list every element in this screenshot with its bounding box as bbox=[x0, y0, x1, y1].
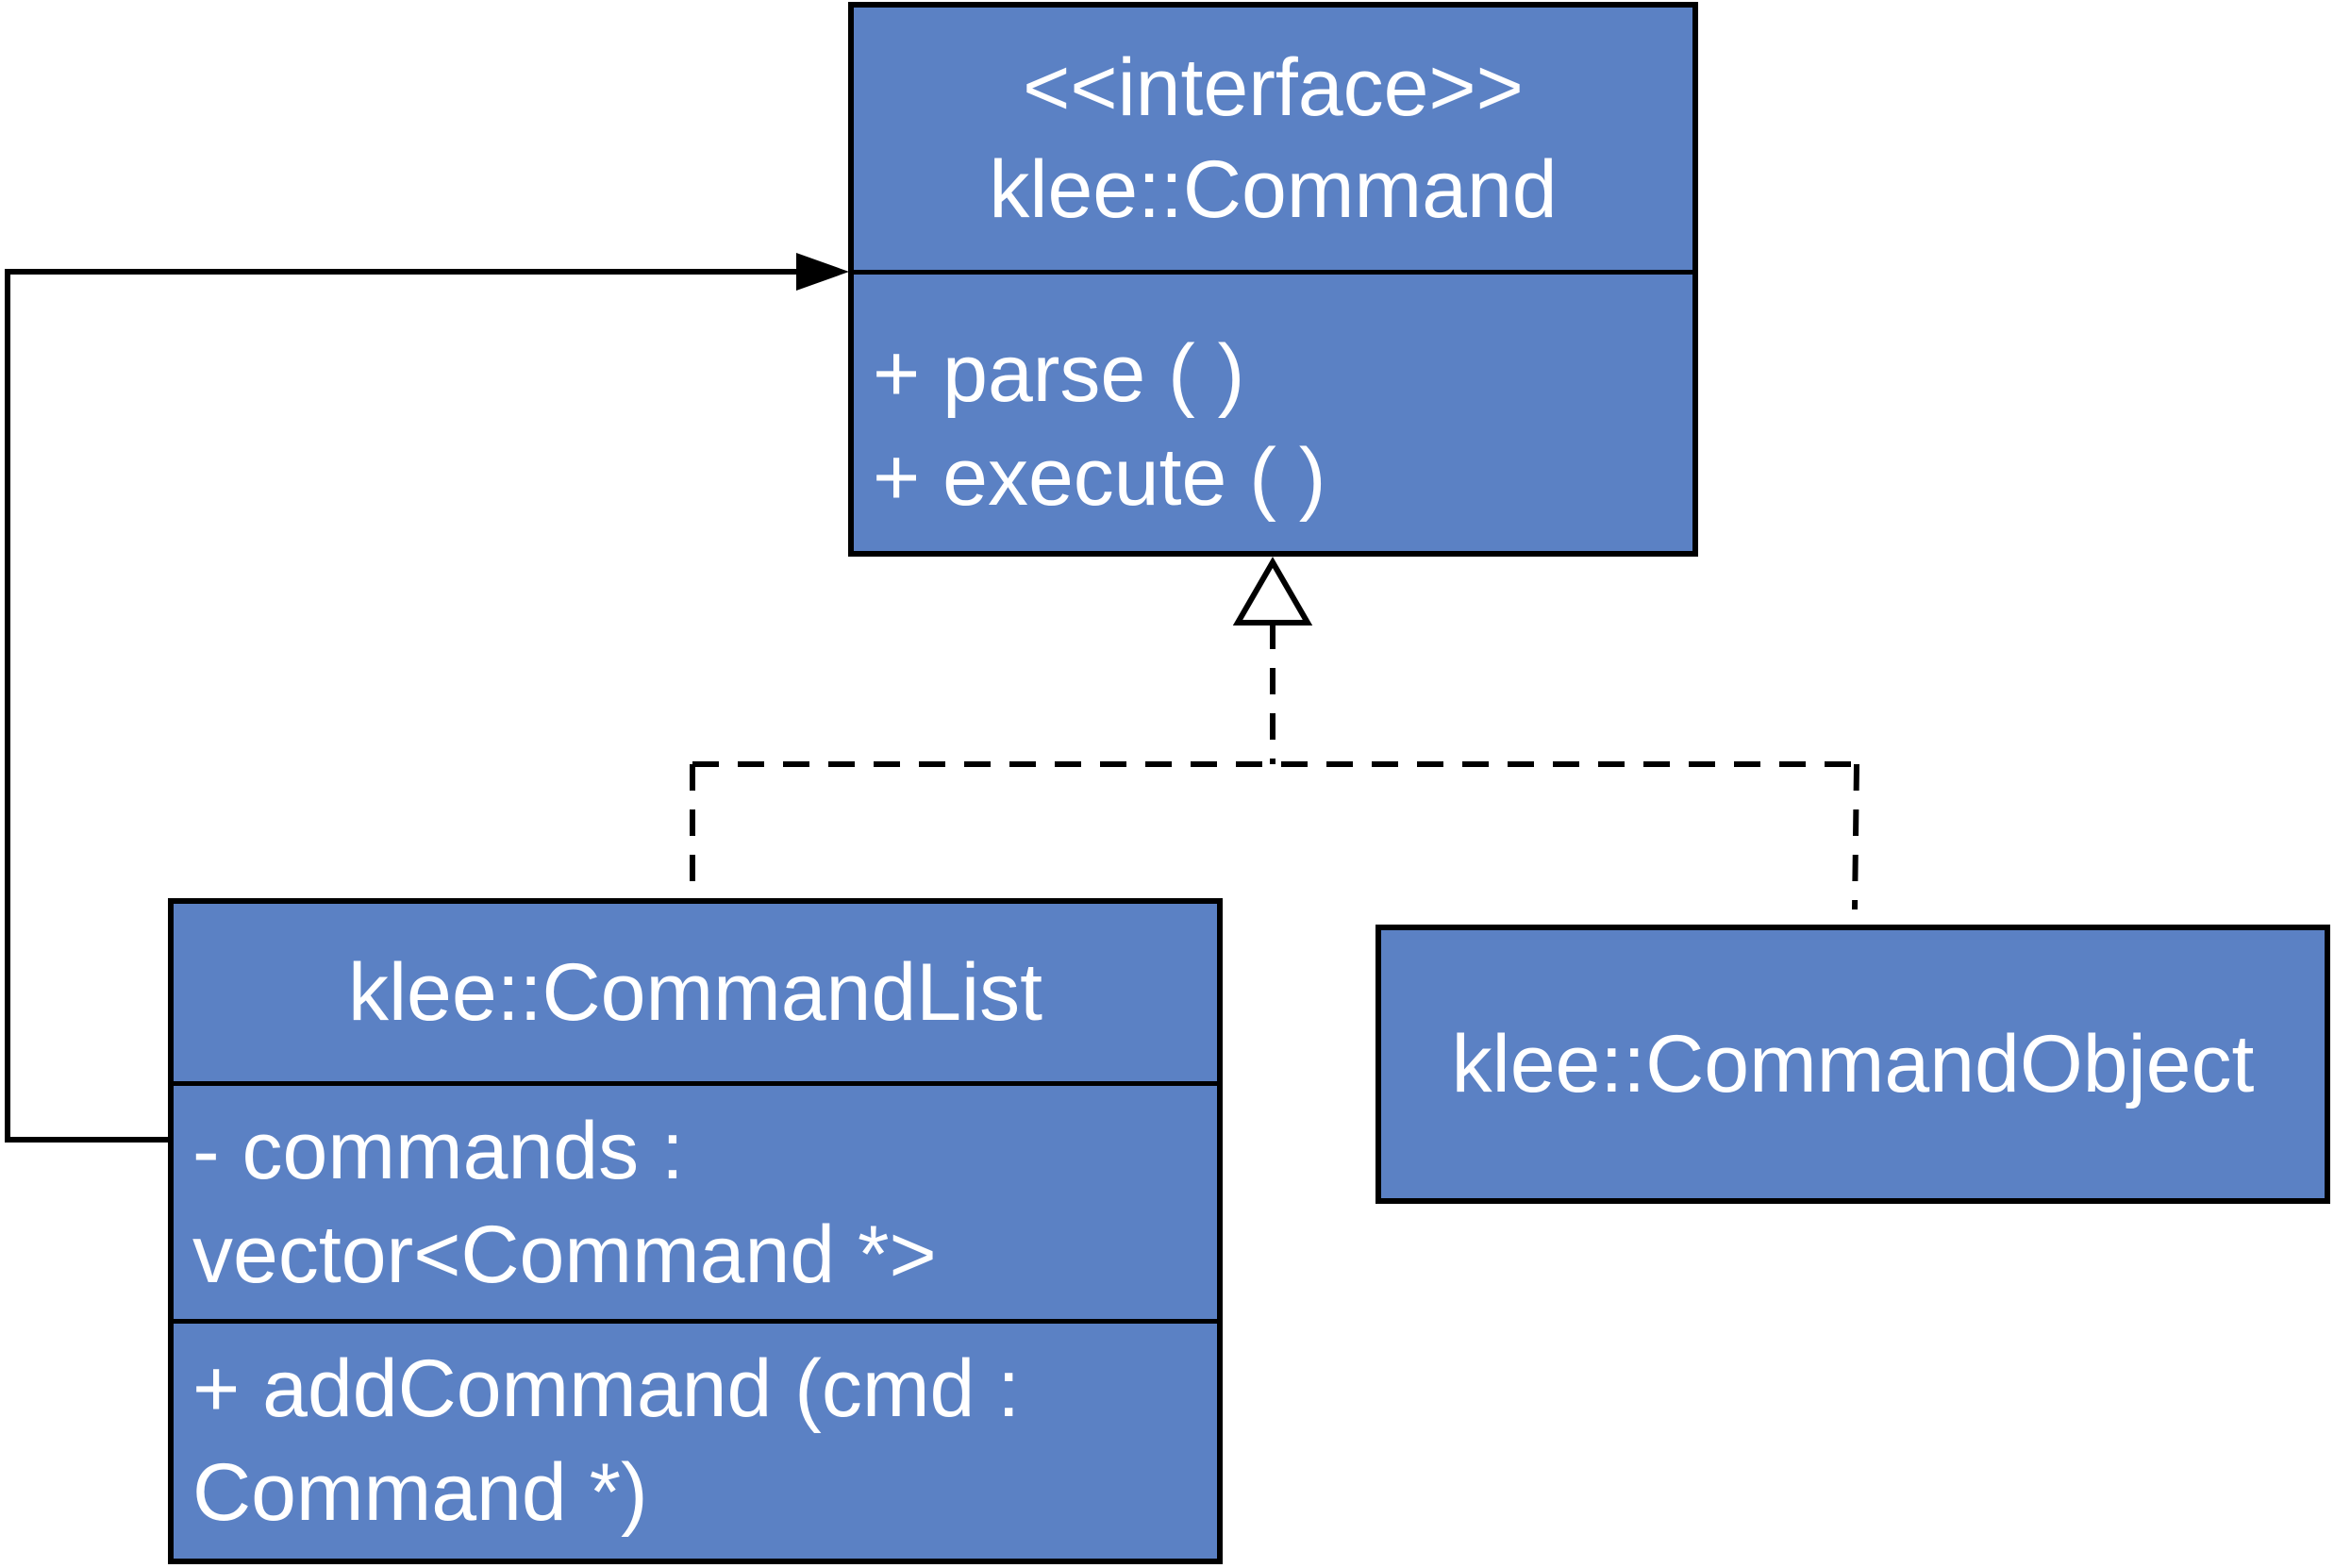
association-arrowhead bbox=[796, 253, 849, 291]
operation-add-command-param: Command *) bbox=[192, 1447, 648, 1538]
class-command-header: <<interface>> klee::Command bbox=[854, 8, 1692, 275]
command-list-name: klee::CommandList bbox=[347, 947, 1043, 1038]
association-line bbox=[5, 269, 800, 1143]
attribute-commands-type: vector<Command *> bbox=[192, 1209, 937, 1300]
class-command-list-header: klee::CommandList bbox=[174, 904, 1217, 1086]
command-object-name: klee::CommandObject bbox=[1451, 1019, 2255, 1109]
realization-drop-commandobject bbox=[1852, 763, 1859, 910]
class-command-list-attributes: - commands : vector<Command *> bbox=[174, 1086, 1217, 1324]
attribute-commands: - commands : bbox=[192, 1106, 684, 1196]
class-command-object: klee::CommandObject bbox=[1375, 925, 2330, 1204]
class-command-object-body: klee::CommandObject bbox=[1381, 930, 2325, 1198]
class-command-operations: + parse ( ) + execute ( ) bbox=[854, 275, 1692, 529]
interface-stereotype: <<interface>> bbox=[1023, 42, 1524, 133]
interface-name: klee::Command bbox=[989, 144, 1558, 235]
operation-parse: + parse ( ) bbox=[873, 328, 1245, 419]
realization-triangle bbox=[1232, 557, 1313, 626]
class-command-interface: <<interface>> klee::Command + parse ( ) … bbox=[848, 2, 1698, 557]
class-command-list: klee::CommandList - commands : vector<Co… bbox=[168, 898, 1223, 1564]
class-command-list-operations: + addCommand (cmd : Command *) bbox=[174, 1324, 1217, 1544]
operation-execute: + execute ( ) bbox=[873, 432, 1326, 523]
operation-add-command: + addCommand (cmd : bbox=[192, 1343, 1021, 1434]
